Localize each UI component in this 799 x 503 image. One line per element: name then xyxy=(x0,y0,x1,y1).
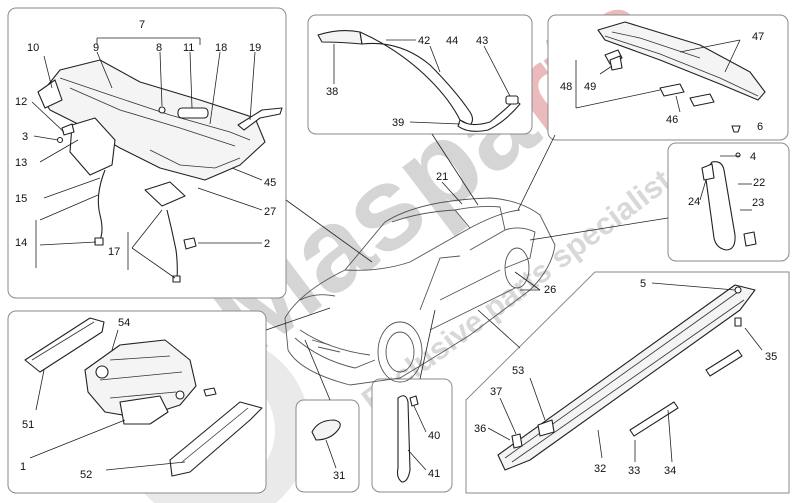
callout-4: 4 xyxy=(750,151,756,163)
skirt-trim-34 xyxy=(705,349,743,377)
callout-1: 1 xyxy=(20,461,26,473)
skirt-bracket-53 xyxy=(537,419,555,437)
callout-46: 46 xyxy=(666,114,678,126)
cowl-grille-insert xyxy=(177,107,209,119)
callout-34: 34 xyxy=(664,465,676,477)
callout-17: 17 xyxy=(108,246,120,258)
side-skirt-parts xyxy=(487,282,763,471)
side-skirt-32 xyxy=(497,284,756,471)
drain-funnel-17 xyxy=(144,181,186,207)
callout-18: 18 xyxy=(215,42,227,54)
skirt-clip-36 xyxy=(511,433,523,449)
panel-roof-molding xyxy=(307,14,533,135)
callout-47: 47 xyxy=(752,31,764,43)
cowl-panel-parts xyxy=(37,59,283,283)
callout-44: 44 xyxy=(446,35,458,47)
callout-15: 15 xyxy=(15,193,27,205)
spoiler-callouts: 47 48 49 46 6 xyxy=(560,31,764,133)
panel-rear-spoiler xyxy=(547,14,789,141)
heat-shield-52 xyxy=(169,401,263,477)
callout-32: 32 xyxy=(594,463,606,475)
callout-14: 14 xyxy=(15,237,27,249)
seal-clip-40 xyxy=(409,395,419,407)
callout-40: 40 xyxy=(428,430,440,442)
callout-13: 13 xyxy=(15,157,27,169)
callout-54: 54 xyxy=(118,317,130,329)
rear-spoiler-parts xyxy=(575,21,766,133)
cowl-callout-lines xyxy=(31,37,263,279)
cowl-seal-19 xyxy=(237,107,283,131)
heat-shield-callouts: 54 51 1 52 xyxy=(20,317,130,481)
callout-6: 6 xyxy=(757,121,763,133)
callout-37: 37 xyxy=(490,386,502,398)
roof-clip-43 xyxy=(505,95,519,105)
callout-52: 52 xyxy=(80,469,92,481)
clip-2 xyxy=(183,237,197,250)
callout-24: 24 xyxy=(688,196,700,208)
cowl-bracket-13 xyxy=(69,117,116,176)
callout-12: 12 xyxy=(15,96,27,108)
callout-19: 19 xyxy=(249,42,261,54)
callout-45: 45 xyxy=(264,177,276,189)
roof-callouts: 38 42 44 43 39 xyxy=(326,35,488,129)
callout-10: 10 xyxy=(27,42,39,54)
car-callouts: 21 26 xyxy=(436,171,556,296)
spoiler-mount-46 xyxy=(659,83,685,97)
callout-42: 42 xyxy=(418,35,430,47)
callout-41: 41 xyxy=(428,468,440,480)
door-seal-callouts: 40 41 xyxy=(428,430,440,480)
callout-27: 27 xyxy=(264,206,276,218)
car-illustration xyxy=(284,197,556,386)
side-skirt-callouts: 5 35 53 37 36 32 33 34 xyxy=(474,278,777,477)
callout-39: 39 xyxy=(392,117,404,129)
callout-21: 21 xyxy=(436,171,448,183)
callout-36: 36 xyxy=(474,423,486,435)
callout-2: 2 xyxy=(264,238,270,250)
callout-51: 51 xyxy=(22,419,34,431)
callout-49: 49 xyxy=(584,81,596,93)
callout-26: 26 xyxy=(544,284,556,296)
callout-33: 33 xyxy=(628,465,640,477)
panel-door-seal xyxy=(371,378,453,493)
cowl-callouts: 7 9 10 8 11 18 19 12 3 13 15 14 17 2 45 … xyxy=(15,19,276,258)
door-seal-41 xyxy=(396,395,411,483)
callout-8: 8 xyxy=(156,42,162,54)
callout-3: 3 xyxy=(22,131,28,143)
callout-31: 31 xyxy=(333,470,345,482)
skirt-clip-35 xyxy=(734,317,742,327)
callout-23: 23 xyxy=(752,197,764,209)
panel-connectors xyxy=(265,133,669,401)
badge-31 xyxy=(311,419,341,441)
insulation-pad-51 xyxy=(24,317,105,373)
drain-hose-15 xyxy=(97,169,106,241)
badge-parts: 31 xyxy=(311,419,345,482)
pillar-trim-parts xyxy=(699,152,757,251)
callout-22: 22 xyxy=(753,177,765,189)
spoiler-bracket-48 xyxy=(604,49,623,65)
roof-molding-parts xyxy=(317,29,521,132)
callout-43: 43 xyxy=(476,35,488,47)
skirt-trim-33 xyxy=(629,401,679,437)
panel-badge xyxy=(295,399,360,493)
callout-11: 11 xyxy=(183,42,194,54)
pillar-clip-24 xyxy=(701,163,715,181)
pillar-cap-23 xyxy=(743,231,757,247)
callout-35: 35 xyxy=(765,351,777,363)
rear-spoiler-47 xyxy=(597,21,766,101)
callout-9: 9 xyxy=(93,42,99,54)
callout-5: 5 xyxy=(640,278,646,290)
callout-48: 48 xyxy=(560,81,572,93)
pillar-trim-22 xyxy=(704,161,736,251)
roof-molding-44 xyxy=(359,31,474,126)
door-seal-parts xyxy=(396,395,427,483)
callout-7: 7 xyxy=(139,19,145,31)
cowl-end-cap-left xyxy=(37,79,63,109)
callout-53: 53 xyxy=(512,365,524,377)
callout-38: 38 xyxy=(326,86,338,98)
pillar-callouts: 4 22 24 23 xyxy=(688,151,765,209)
heat-shield-parts xyxy=(24,317,263,477)
